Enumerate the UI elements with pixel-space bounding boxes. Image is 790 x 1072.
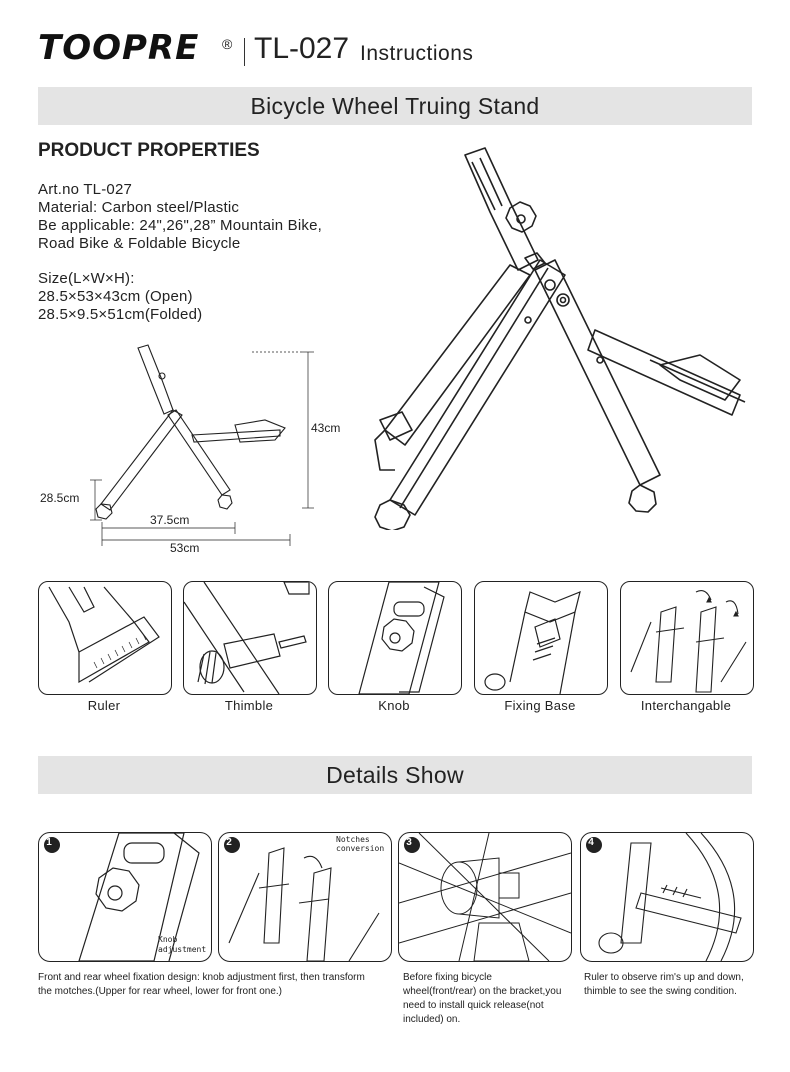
spec-line: Road Bike & Foldable Bicycle	[38, 235, 241, 252]
size-line: Size(L×W×H):	[38, 270, 135, 287]
caption-fixation-design: Front and rear wheel fixation design: kn…	[38, 972, 365, 997]
feature-label-fixing-base: Fixing Base	[504, 698, 576, 713]
feature-card-interchangable	[620, 581, 754, 695]
stand-dimension-diagram	[90, 344, 314, 546]
spec-line: Art.no TL-027	[38, 181, 133, 198]
caption-ruler-thimble: Ruler to observe rim's up and down, thim…	[584, 972, 744, 997]
interchangable-illustration	[630, 590, 747, 693]
product-title-banner: Bicycle Wheel Truing Stand	[38, 87, 752, 125]
feature-label-ruler: Ruler	[87, 698, 121, 713]
detail-number-3: 3	[406, 837, 412, 848]
feature-card-thimble	[183, 581, 317, 695]
caption-quick-release: Before fixing bicycle wheel(front/rear) …	[403, 972, 562, 1025]
detail-card-1	[38, 832, 212, 962]
details-banner: Details Show	[38, 756, 752, 794]
detail-number-4: 4	[588, 837, 594, 848]
size-line: 28.5×53×43cm (Open)	[38, 288, 193, 305]
stand-illustration-large	[374, 147, 746, 530]
dimension-height: 43cm	[311, 421, 341, 435]
detail-card-4	[580, 832, 754, 962]
knob-illustration	[358, 582, 445, 694]
detail-2-illustration	[224, 837, 380, 961]
feature-label-knob: Knob	[378, 698, 410, 713]
feature-card-knob	[328, 581, 462, 695]
document-type: Instructions	[360, 42, 474, 65]
properties-heading: PRODUCT PROPERTIES	[38, 140, 260, 161]
detail-card-2	[218, 832, 392, 962]
dimension-inner-width: 37.5cm	[150, 513, 190, 527]
brand-logo: TOOPRE	[38, 28, 200, 68]
detail-number-1: 1	[46, 837, 52, 848]
registered-mark: ®	[222, 36, 233, 52]
detail-2-label: Notches conversion	[336, 835, 385, 853]
dimension-width: 53cm	[170, 541, 200, 555]
thimble-illustration	[184, 582, 310, 694]
detail-1-illustration	[44, 833, 200, 961]
feature-card-fixing-base	[474, 581, 608, 695]
spec-line: Material: Carbon steel/Plastic	[38, 199, 240, 216]
header-divider	[244, 38, 245, 66]
feature-label-interchangable: Interchangable	[640, 698, 732, 713]
spec-line: Be applicable: 24",26",28” Mountain Bike…	[38, 217, 323, 234]
fixing-base-illustration	[484, 591, 581, 694]
detail-4-illustration	[586, 833, 742, 961]
model-number: TL-027	[254, 32, 350, 65]
size-line: 28.5×9.5×51cm(Folded)	[38, 306, 203, 323]
detail-number-2: 2	[226, 837, 232, 848]
dimension-depth: 28.5cm	[40, 491, 80, 505]
detail-3-illustration	[399, 833, 571, 961]
feature-label-thimble: Thimble	[224, 698, 274, 713]
feature-card-ruler	[38, 581, 172, 695]
detail-1-label: Knob adjustment	[158, 935, 207, 954]
detail-card-3	[398, 832, 572, 962]
ruler-illustration	[48, 586, 160, 684]
